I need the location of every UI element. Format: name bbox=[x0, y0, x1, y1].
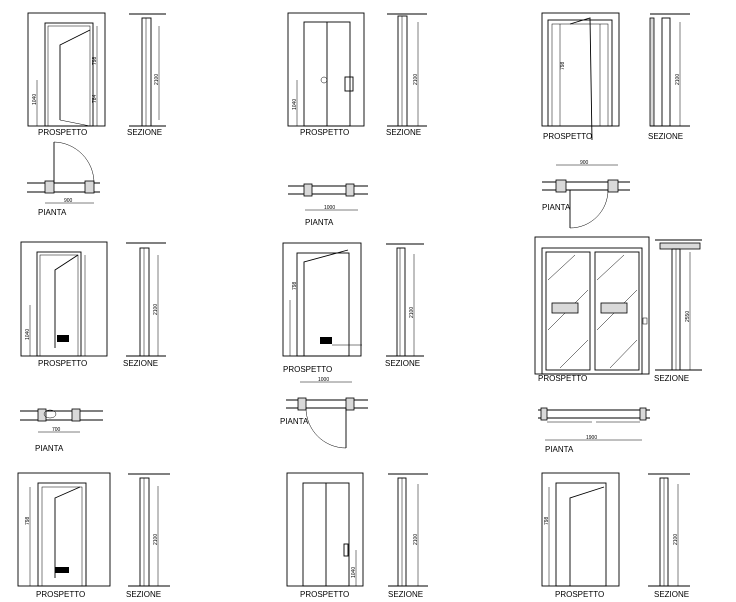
door-8-elevation: 1040 bbox=[286, 472, 364, 587]
d6-pianta-label: PIANTA bbox=[545, 445, 574, 454]
svg-text:2100: 2100 bbox=[153, 534, 159, 545]
svg-text:2100: 2100 bbox=[675, 74, 681, 85]
d2-sezione-label: SEZIONE bbox=[386, 128, 421, 137]
door-6-elevation bbox=[534, 236, 650, 375]
door-5-plan: 1000 bbox=[286, 377, 368, 449]
svg-text:2100: 2100 bbox=[154, 74, 160, 85]
d7-sezione-label: SEZIONE bbox=[126, 590, 161, 599]
door-7-section: 2100 bbox=[128, 473, 170, 587]
door-1-section: 2100 bbox=[129, 13, 166, 127]
door-9-elevation: 798 bbox=[541, 472, 620, 587]
d1-prospetto-label: PROSPETTO bbox=[38, 128, 87, 137]
door-4-plan: 700 bbox=[20, 408, 103, 433]
d3-prospetto-label: PROSPETTO bbox=[543, 132, 592, 141]
door-8-section: 2100 bbox=[388, 473, 428, 587]
svg-text:1040: 1040 bbox=[351, 567, 357, 578]
svg-text:900: 900 bbox=[580, 160, 589, 166]
door-2-elevation: 1040 bbox=[287, 12, 365, 127]
d1-sezione-label: SEZIONE bbox=[127, 128, 162, 137]
d9-prospetto-label: PROSPETTO bbox=[555, 590, 604, 599]
door-4-section: 2100 bbox=[126, 242, 166, 357]
svg-text:2100: 2100 bbox=[409, 307, 415, 318]
d5-pianta-label: PIANTA bbox=[280, 417, 309, 426]
svg-text:2100: 2100 bbox=[673, 534, 679, 545]
svg-text:1000: 1000 bbox=[324, 205, 335, 211]
d5-prospetto-label: PROSPETTO bbox=[283, 365, 332, 374]
door-4-elevation: 1040 bbox=[20, 241, 108, 357]
svg-text:2100: 2100 bbox=[413, 74, 419, 85]
svg-text:798: 798 bbox=[560, 61, 566, 70]
svg-text:784: 784 bbox=[92, 94, 98, 103]
d7-prospetto-label: PROSPETTO bbox=[36, 590, 85, 599]
d6-prospetto-label: PROSPETTO bbox=[538, 374, 587, 383]
door-3-elevation: 798 bbox=[541, 12, 620, 141]
d2-prospetto-label: PROSPETTO bbox=[300, 128, 349, 137]
svg-text:900: 900 bbox=[64, 198, 73, 204]
svg-text:1040: 1040 bbox=[292, 99, 298, 110]
door-2-section: 2100 bbox=[387, 13, 427, 127]
door-1-plan: 900 bbox=[27, 141, 100, 204]
svg-text:1900: 1900 bbox=[586, 435, 597, 441]
svg-text:798: 798 bbox=[92, 56, 98, 65]
d4-prospetto-label: PROSPETTO bbox=[38, 359, 87, 368]
d4-sezione-label: SEZIONE bbox=[123, 359, 158, 368]
door-6-section: 2550 bbox=[655, 239, 702, 371]
d3-pianta-label: PIANTA bbox=[542, 203, 571, 212]
d4-pianta-label: PIANTA bbox=[35, 444, 64, 453]
d2-pianta-label: PIANTA bbox=[305, 218, 334, 227]
svg-text:798: 798 bbox=[544, 516, 550, 525]
door-7-elevation: 798 bbox=[17, 472, 111, 587]
svg-text:2100: 2100 bbox=[413, 534, 419, 545]
door-5-section: 2100 bbox=[386, 243, 424, 357]
d3-sezione-label: SEZIONE bbox=[648, 132, 683, 141]
d8-prospetto-label: PROSPETTO bbox=[300, 590, 349, 599]
d1-pianta-label: PIANTA bbox=[38, 208, 67, 217]
door-3-plan: 900 bbox=[542, 160, 630, 229]
svg-text:700: 700 bbox=[52, 427, 61, 433]
door-9-section: 2100 bbox=[648, 473, 690, 587]
svg-text:798: 798 bbox=[292, 281, 298, 290]
svg-text:2550: 2550 bbox=[685, 311, 691, 322]
door-3-section: 2100 bbox=[649, 13, 690, 127]
d9-sezione-label: SEZIONE bbox=[654, 590, 689, 599]
door-6-plan: 1900 bbox=[538, 407, 650, 441]
svg-text:2100: 2100 bbox=[153, 304, 159, 315]
svg-text:1000: 1000 bbox=[318, 377, 329, 383]
svg-text:798: 798 bbox=[25, 516, 31, 525]
d5-sezione-label: SEZIONE bbox=[385, 359, 420, 368]
svg-text:1040: 1040 bbox=[25, 329, 31, 340]
svg-text:1040: 1040 bbox=[32, 94, 38, 105]
d6-sezione-label: SEZIONE bbox=[654, 374, 689, 383]
door-5-elevation: 798 bbox=[282, 242, 362, 357]
door-1-elevation: 1040 798 784 bbox=[27, 12, 106, 127]
door-2-plan: 1000 bbox=[288, 183, 368, 211]
d8-sezione-label: SEZIONE bbox=[388, 590, 423, 599]
